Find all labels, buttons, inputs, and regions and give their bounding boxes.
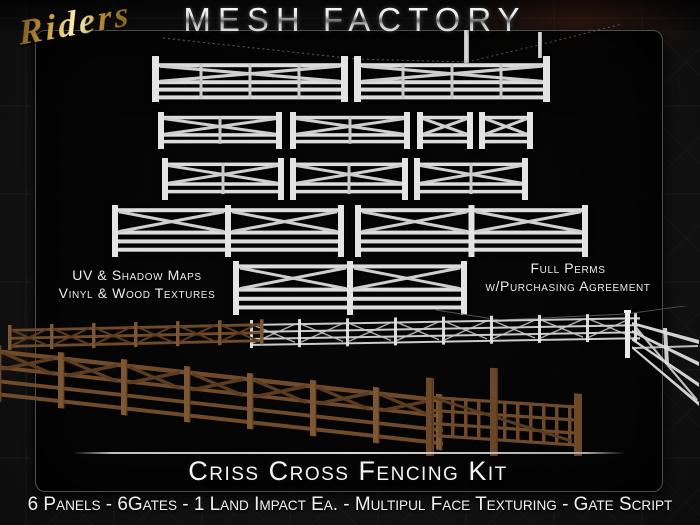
hanging-post	[464, 30, 469, 63]
fence-gate-medium-1	[158, 112, 282, 149]
footer-divider	[73, 452, 625, 454]
note-left-line2: Vinyl & Wood Textures	[58, 285, 216, 302]
product-specs: 6 Panels - 6Gates - 1 Land Impact Ea. - …	[27, 493, 673, 515]
fence-panel-center	[233, 261, 467, 315]
fence-panel-long-2	[355, 205, 588, 257]
fence-gate-small-1	[417, 112, 473, 149]
fence-panel-long-1	[112, 205, 344, 257]
fence-gate-medium-2	[290, 112, 410, 149]
fence-panel-short-2	[290, 158, 408, 200]
fence-scene-render	[0, 306, 699, 456]
note-right-line1: Full Perms	[530, 260, 606, 276]
fence-gate-small-2	[479, 112, 533, 149]
fence-gate-large-1	[152, 56, 348, 102]
note-left: UV & Shadow Maps Vinyl & Wood Textures	[38, 266, 236, 303]
fence-panel-short-1	[162, 158, 284, 200]
fence-gate-large-2	[354, 56, 550, 102]
header-strip	[0, 0, 700, 30]
fence-panel-short-3	[414, 158, 528, 200]
note-right: Full Perms w/Purchasing Agreement	[468, 259, 668, 296]
hanging-post	[538, 32, 542, 58]
mesh-factory-title: Mesh Factory	[155, 1, 555, 39]
product-title: Criss Cross Fencing Kit	[188, 456, 508, 486]
suspension-wires	[162, 23, 623, 63]
note-left-line1: UV & Shadow Maps	[72, 267, 202, 283]
note-right-line2: w/Purchasing Agreement	[485, 278, 651, 295]
